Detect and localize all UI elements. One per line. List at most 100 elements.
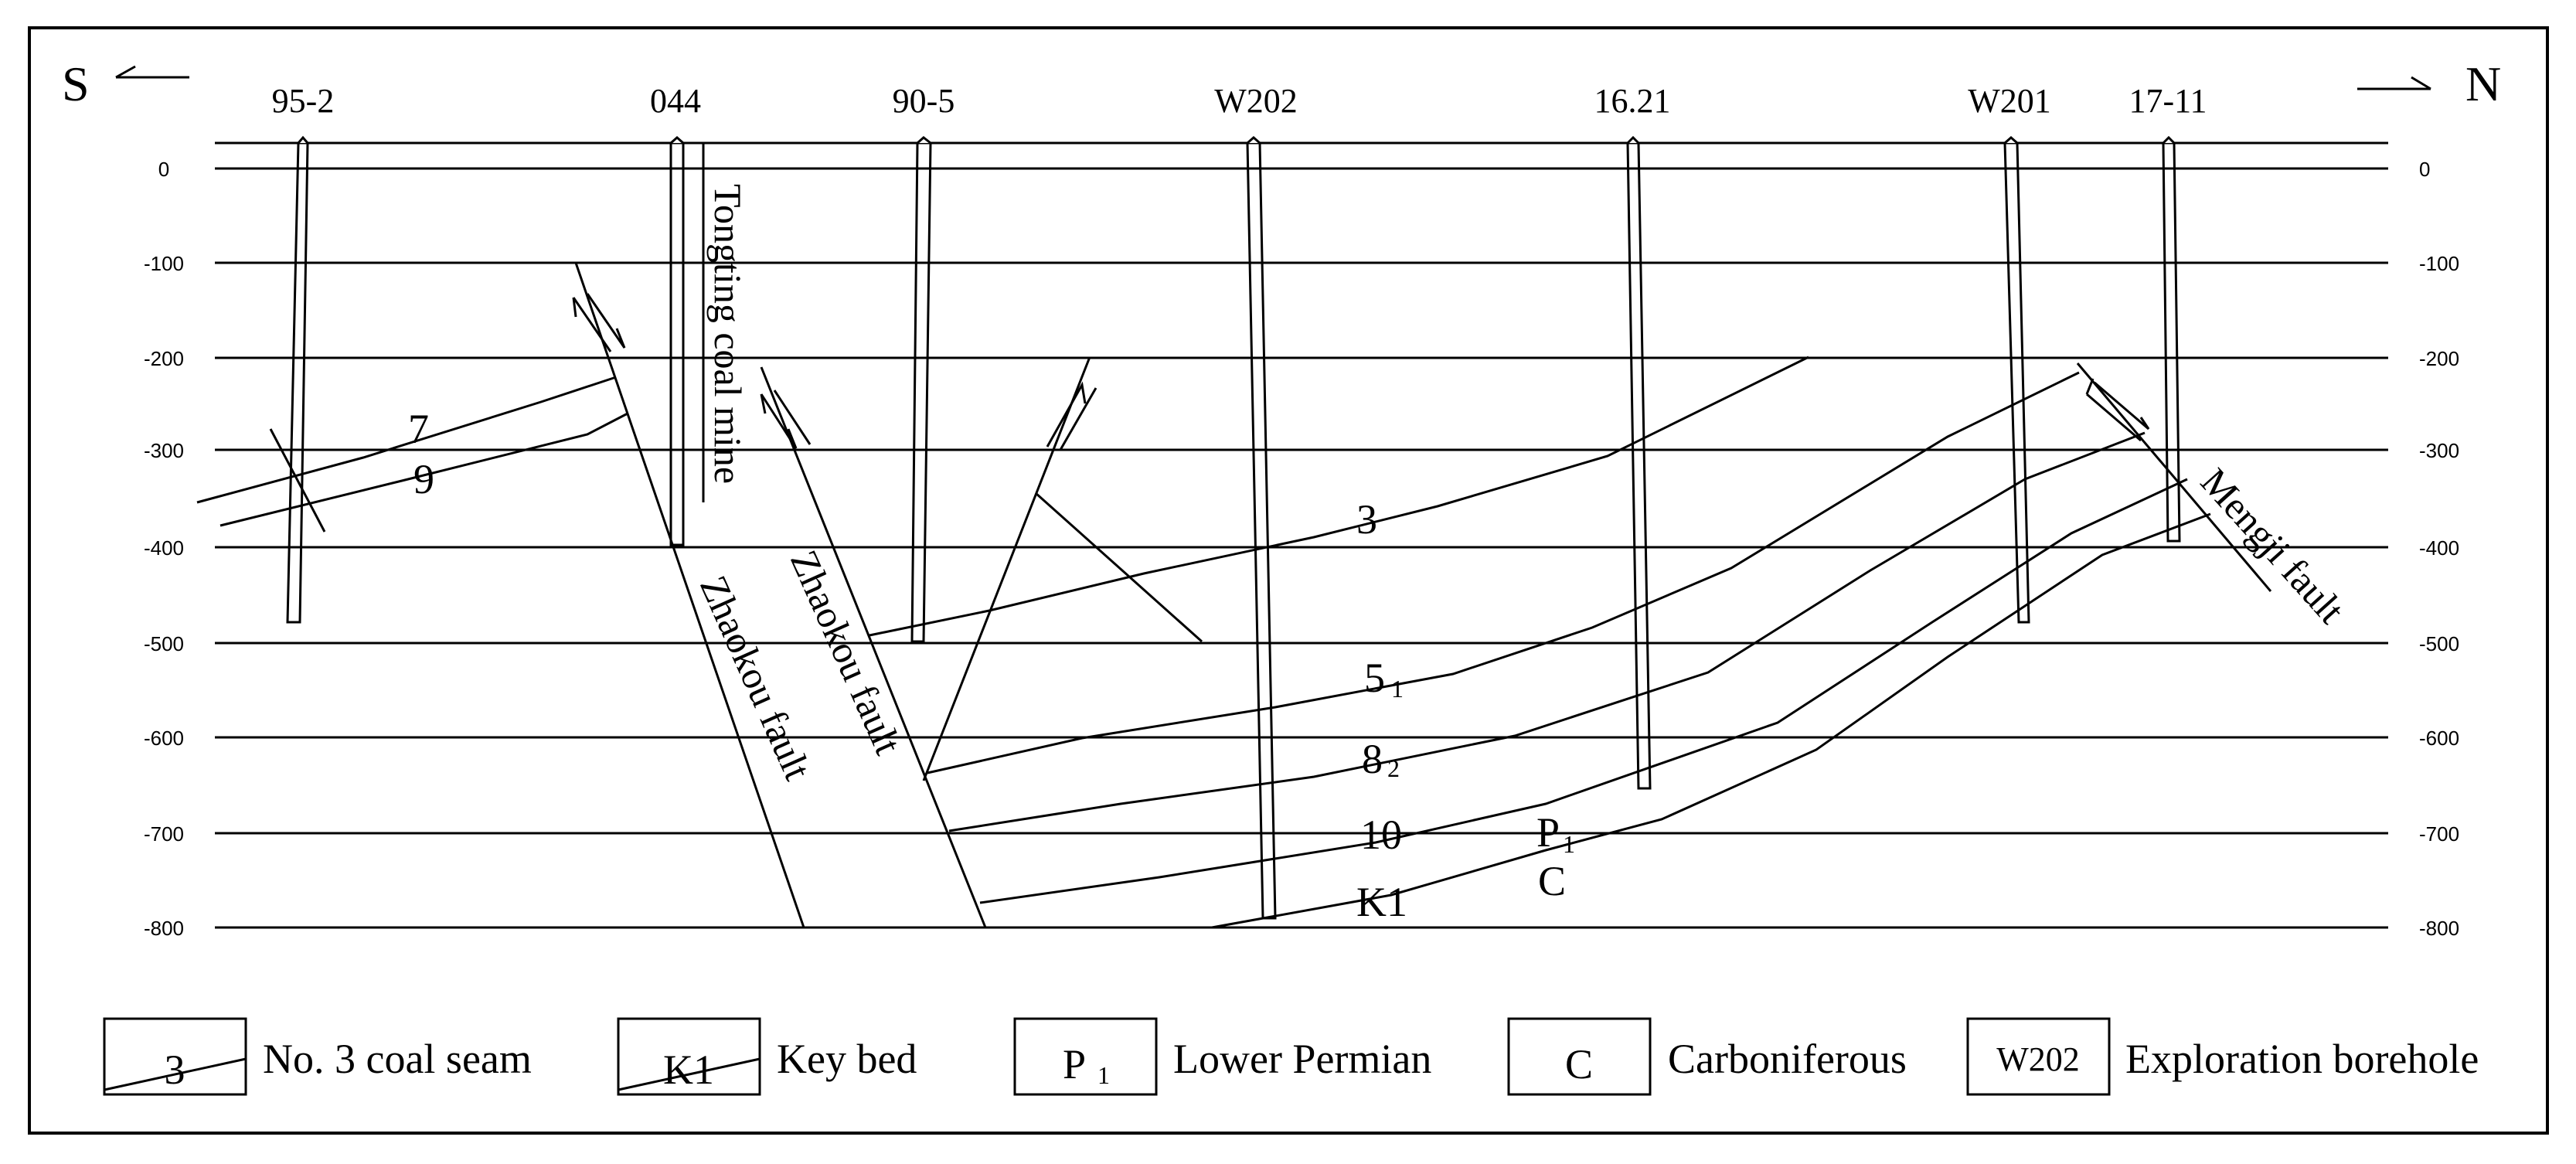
borehole-shaft [1246,141,1277,920]
legend-symbol: 3 [165,1047,185,1093]
depth-tick-right: -200 [2419,347,2459,370]
depth-tick-right: -700 [2419,822,2459,846]
zhaokou-fault-line-b [760,366,987,928]
borehole-cap [917,136,931,145]
legend-box-borehole [1966,1017,2111,1096]
legend-box-keybed [617,1017,761,1096]
legend-seam-line [104,1057,247,1091]
fault-arrow-icon [1046,381,1087,448]
faults [269,262,2272,928]
borehole-label: W201 [1968,82,2051,120]
legend-box-carboniferous [1507,1017,1652,1096]
seam-3-line [869,356,1809,637]
legend-text: Lower Permian [1173,1036,1431,1082]
fault-arrow-icon [572,297,577,318]
seam-3-label: 3 [1356,496,1377,543]
borehole-label: 044 [650,82,701,120]
borehole-shaft [286,141,309,624]
mengji-fault-label: Mengji fault [2193,460,2353,631]
seam-5-subscript: 1 [1391,675,1404,703]
legend-text: Carboniferous [1668,1036,1907,1082]
seam-7-line [196,376,617,504]
south-arrowhead-icon [115,65,136,79]
zhaokou-fault-line-a [574,262,805,928]
depth-tick-left: -600 [144,727,184,750]
depth-tick-right: -800 [2419,917,2459,940]
depth-tick-left: -200 [144,347,184,370]
depth-tick-left: -800 [144,917,184,940]
seam-5-label: 5 [1364,655,1385,701]
borehole-cap [1247,136,1261,145]
south-label: S [62,56,90,111]
depth-tick-left: -300 [144,439,184,462]
seam-5-line [927,371,2080,774]
depth-tick-right: -600 [2419,727,2459,750]
legend-box-permian [1013,1017,1158,1096]
fault-arrow-icon [586,293,626,349]
depth-tick-left: 0 [158,158,169,181]
tongting-mine-label: Tongting coal mine [706,184,750,484]
seam-10-line [979,478,2188,904]
fault-arrow-icon [572,297,612,352]
inner-fault-branch [1035,492,1203,643]
north-label: N [2465,56,2501,111]
fault-arrow-icon [760,393,798,449]
fault-arrow-icon [773,390,812,445]
fault-arrow-icon [2085,378,2094,395]
fault-arrow-icon [2094,381,2150,431]
depth-tick-left: -100 [144,252,184,275]
seam-9-label: 9 [413,456,434,502]
fault-arrow-icon [1059,387,1097,451]
legend-symbol: K1 [663,1047,714,1093]
seam-8-label: 8 [1362,736,1383,782]
borehole-label: 16.21 [1594,82,1671,120]
borehole-label: 95-2 [272,82,335,120]
borehole-label: 17-11 [2129,82,2207,120]
key-bed-label: K1 [1356,879,1407,925]
legend-text: Key bed [777,1036,917,1082]
depth-tick-left: -500 [144,632,184,655]
legend-text: Exploration borehole [2125,1036,2479,1082]
fault-arrow-icon [2086,393,2142,442]
legend-symbol-subscript: 1 [1097,1061,1110,1089]
carboniferous-label: C [1538,858,1566,904]
borehole-shaft [910,141,932,643]
mengji-fault-line [2076,362,2272,592]
borehole-cap [2004,136,2018,145]
borehole-cap [2162,135,2176,145]
small-fault-line [269,428,326,533]
legend-symbol: C [1565,1041,1593,1087]
depth-tick-right: 0 [2419,158,2430,181]
outer-frame [28,26,2549,1135]
seam-9-line [219,412,628,527]
legend-text: No. 3 coal seam [263,1036,532,1082]
borehole-label: W202 [1214,82,1298,120]
legend-box-seam [103,1017,247,1096]
borehole-shaft [669,141,685,546]
depth-tick-right: -500 [2419,632,2459,655]
borehole-cap [670,136,684,145]
seam-8-line [948,431,2146,832]
depth-tick-left: -400 [144,536,184,560]
boreholes [286,135,2181,920]
fault-arrow-icon [760,393,767,414]
depth-tick-right: -300 [2419,439,2459,462]
depth-tick-right: -400 [2419,536,2459,560]
depth-tick-right: -100 [2419,252,2459,275]
borehole-shaft [2003,141,2030,624]
legend-symbol: W202 [1996,1040,2080,1078]
key-bed-k1-line [1211,512,2211,929]
north-arrowhead-icon [2411,76,2431,90]
borehole-label: 90-5 [893,82,955,120]
legend: 3 No. 3 coal seam K1 Key bed P 1 Lower P… [103,1017,2479,1096]
seam-8-subscript: 2 [1387,754,1400,782]
permian-label: P [1536,809,1560,856]
depth-gridlines [215,261,2388,929]
coal-seams [196,356,2211,929]
borehole-cap [1626,135,1640,145]
inner-fault-line [922,356,1091,781]
permian-subscript: 1 [1563,830,1575,858]
legend-symbol: P [1063,1041,1086,1087]
